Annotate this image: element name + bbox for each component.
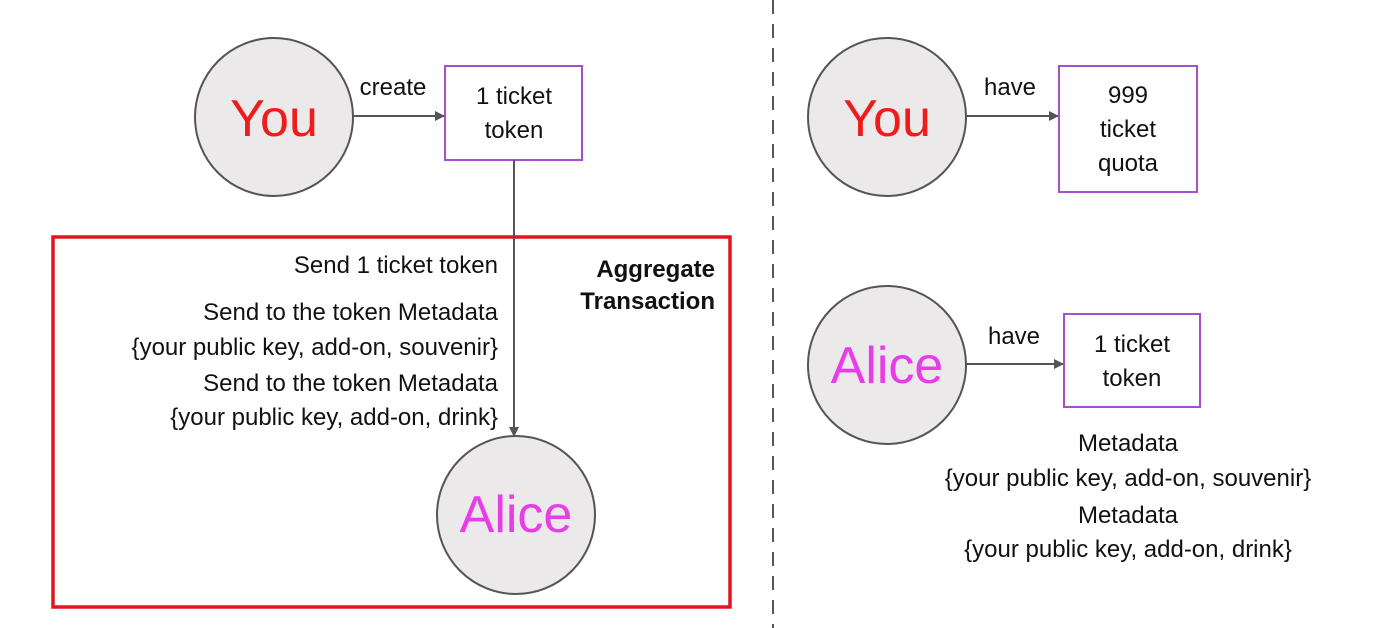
send-line-1: Send 1 ticket token [294, 252, 498, 279]
alice-token-box-line-1: 1 ticket [1094, 331, 1170, 358]
create-label: create [360, 74, 427, 101]
send-line-5: {your public key, add-on, drink} [170, 404, 498, 431]
metadata-line-1: Metadata [1078, 430, 1179, 457]
you-have-label: have [984, 74, 1036, 101]
alice-ticket-token-box [1063, 313, 1201, 408]
right-you-label: You [843, 90, 931, 148]
ticket-quota-line-1: 999 [1108, 82, 1148, 109]
aggregate-transaction-frame [51, 235, 732, 609]
right-alice-label: Alice [831, 337, 944, 395]
alice-circle [436, 435, 596, 595]
ticket-quota-box [1058, 65, 1198, 193]
metadata-line-2: {your public key, add-on, souvenir} [945, 465, 1311, 492]
ticket-quota-line-2: ticket [1100, 116, 1156, 143]
aggregate-title-line-1: Aggregate [596, 256, 715, 283]
ticket-quota-line-3: quota [1098, 150, 1159, 177]
ticket-token-box-line-2: token [485, 117, 544, 144]
right-panel: You have 999 ticket quota Alice have 1 t… [807, 37, 1311, 563]
send-line-2: Send to the token Metadata [203, 299, 499, 326]
metadata-line-3: Metadata [1078, 502, 1179, 529]
send-line-3: {your public key, add-on, souvenir} [132, 334, 498, 361]
send-line-4: Send to the token Metadata [203, 370, 499, 397]
ticket-token-box-line-1: 1 ticket [476, 83, 552, 110]
ticket-token-box [444, 65, 583, 161]
aggregate-title-line-2: Transaction [580, 288, 715, 315]
metadata-line-4: {your public key, add-on, drink} [964, 536, 1292, 563]
alice-label: Alice [460, 486, 573, 544]
you-label: You [230, 90, 318, 148]
alice-have-label: have [988, 323, 1040, 350]
alice-token-box-line-2: token [1103, 365, 1162, 392]
left-panel: You create 1 ticket token Aggregate Tran… [51, 37, 732, 609]
